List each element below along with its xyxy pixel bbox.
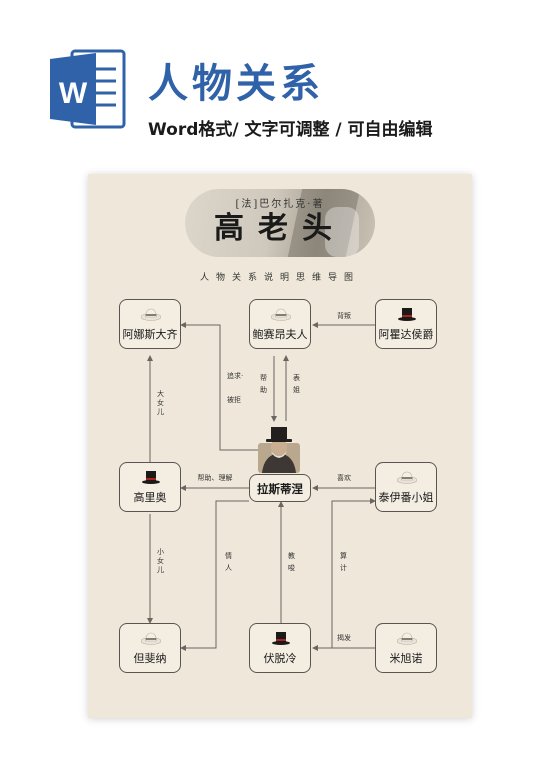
node-michonneau[interactable]: 米旭诺 bbox=[375, 623, 437, 673]
edge-lover bbox=[180, 500, 249, 651]
diagram-subtitle: 人物关系说明思维导图 bbox=[199, 273, 360, 283]
edge-pursue bbox=[180, 322, 258, 451]
top-hat-icon bbox=[272, 632, 290, 645]
book-title-banner: [法]巴尔扎克·著 高老头 bbox=[185, 189, 375, 257]
node-label: 阿瞿达侯爵 bbox=[378, 328, 434, 341]
node-label: 鲍赛昂夫人 bbox=[252, 328, 308, 341]
label-help-guide: 帮助、理解 bbox=[198, 473, 233, 482]
label-pursue-1: 追求· bbox=[227, 371, 243, 380]
node-taillefer[interactable]: 泰伊番小姐 bbox=[375, 462, 437, 512]
label-instruct-1: 教 bbox=[288, 551, 295, 560]
node-label: 高里奥 bbox=[133, 491, 167, 504]
top-hat-icon bbox=[398, 308, 416, 321]
node-label: 拉斯蒂涅 bbox=[257, 482, 303, 496]
node-label: 泰伊番小姐 bbox=[378, 491, 434, 504]
portrait-icon bbox=[258, 427, 300, 473]
node-label: 但斐纳 bbox=[133, 652, 167, 665]
relationship-connectors: 背叛 追求· 被拒 帮 助 表 姐 大 女 儿 帮助、理解 喜欢 小 女 儿 情… bbox=[147, 311, 376, 651]
book-author: [法]巴尔扎克·著 bbox=[235, 199, 325, 210]
light-hat-icon bbox=[141, 632, 161, 645]
label-plot-2: 计 bbox=[340, 563, 347, 572]
label-expose: 揭发 bbox=[337, 633, 351, 642]
node-label: 阿娜斯大齐 bbox=[122, 328, 178, 341]
label-eldest-2: 女 bbox=[157, 398, 164, 407]
label-youngest-2: 女 bbox=[157, 556, 164, 565]
light-hat-icon bbox=[271, 308, 291, 321]
node-vautrin[interactable]: 伏脱冷 bbox=[249, 623, 311, 673]
node-goriot[interactable]: 高里奥 bbox=[119, 462, 181, 512]
label-instruct-2: 唆 bbox=[288, 563, 295, 572]
label-betray: 背叛 bbox=[337, 311, 351, 320]
mindmap-card: [法]巴尔扎克·著 高老头 人物关系说明思维导图 背叛 追求· 被拒 bbox=[88, 174, 472, 718]
book-title: 高老头 bbox=[214, 211, 346, 246]
node-anastasie[interactable]: 阿娜斯大齐 bbox=[119, 299, 181, 349]
label-cousin-2: 姐 bbox=[293, 385, 300, 394]
label-like: 喜欢 bbox=[337, 473, 351, 482]
light-hat-icon bbox=[397, 632, 417, 645]
label-youngest-3: 儿 bbox=[157, 566, 164, 574]
label-eldest-3: 儿 bbox=[157, 408, 164, 416]
label-eldest-1: 大 bbox=[157, 389, 164, 398]
label-plot-1: 算 bbox=[340, 551, 347, 560]
node-ajuda[interactable]: 阿瞿达侯爵 bbox=[375, 299, 437, 349]
node-rastignac[interactable]: 拉斯蒂涅 bbox=[249, 474, 311, 502]
label-cousin-1: 表 bbox=[293, 373, 300, 382]
page-subtitle: Word格式/ 文字可调整 / 可自由编辑 bbox=[148, 120, 433, 140]
edge-plot bbox=[313, 498, 376, 649]
node-label: 伏脱冷 bbox=[263, 652, 297, 665]
svg-text:W: W bbox=[59, 77, 88, 110]
label-help-1: 帮 bbox=[260, 373, 267, 382]
light-hat-icon bbox=[397, 471, 417, 484]
page-title: 人物关系 bbox=[148, 61, 324, 107]
label-lover-1: 情 bbox=[225, 551, 232, 560]
node-label: 米旭诺 bbox=[389, 652, 423, 665]
label-lover-2: 人 bbox=[225, 564, 232, 572]
top-hat-icon bbox=[142, 471, 160, 484]
label-help-2: 助 bbox=[260, 385, 267, 394]
light-hat-icon bbox=[141, 308, 161, 321]
node-delphine[interactable]: 但斐纳 bbox=[119, 623, 181, 673]
node-vauquer[interactable]: 鲍赛昂夫人 bbox=[249, 299, 311, 349]
label-pursue-2: 被拒 bbox=[227, 395, 241, 404]
word-icon: W bbox=[50, 49, 126, 129]
label-youngest-1: 小 bbox=[157, 547, 164, 556]
